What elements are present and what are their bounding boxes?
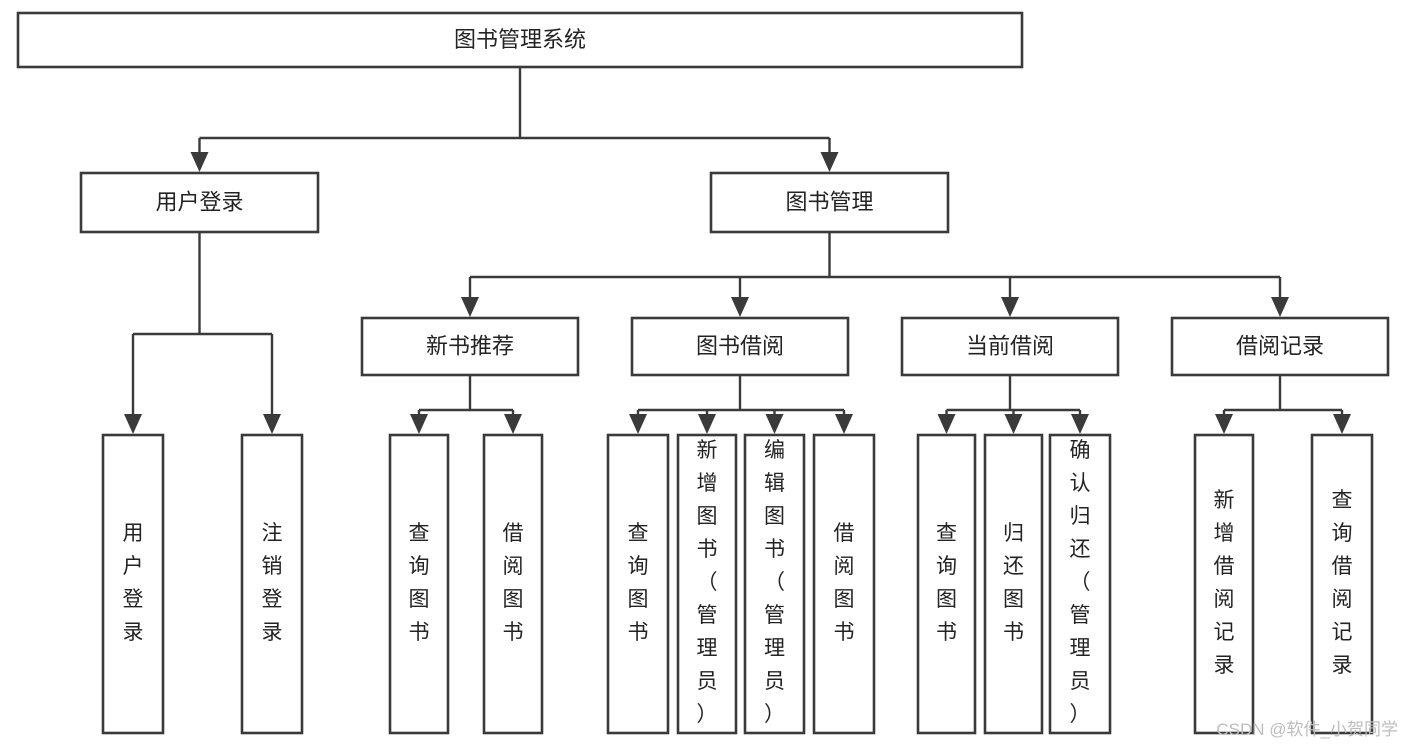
- node-box-leaf-confirm-return: [1048, 433, 1112, 735]
- node-label-leaf-query-book-2: 查询图书: [628, 522, 649, 644]
- node-leaf-borrow-book-1[interactable]: 借阅图书: [482, 433, 544, 735]
- node-label-user-login: 用户登录: [155, 189, 243, 214]
- edge-arrowhead: [1071, 414, 1089, 434]
- nodes-layer: 图书管理系统用户登录图书管理新书推荐图书借阅当前借阅借阅记录用户登录注销登录查询…: [16, 11, 1390, 735]
- node-current-borrow[interactable]: 当前借阅: [900, 316, 1120, 377]
- node-user-login[interactable]: 用户登录: [79, 171, 320, 234]
- edge-arrowhead: [190, 152, 209, 172]
- node-new-book-recommend[interactable]: 新书推荐: [360, 316, 580, 377]
- node-label-leaf-user-login: 用户登录: [123, 522, 144, 644]
- edge-arrowhead: [410, 414, 428, 434]
- node-box-root: [16, 11, 1024, 69]
- node-label-leaf-return-book: 归还图书: [1003, 522, 1024, 644]
- node-label-new-book-recommend: 新书推荐: [426, 333, 514, 358]
- node-box-leaf-borrow-book-1: [482, 433, 544, 735]
- node-label-book-management: 图书管理: [785, 189, 873, 214]
- node-box-leaf-add-borrow-record: [1193, 433, 1255, 735]
- node-label-leaf-query-borrow-record: 查询借阅记录: [1332, 489, 1353, 677]
- node-box-current-borrow: [900, 316, 1120, 377]
- node-box-user-login: [79, 171, 320, 234]
- node-leaf-add-borrow-record[interactable]: 新增借阅记录: [1193, 433, 1255, 735]
- node-box-leaf-query-borrow-record: [1310, 433, 1374, 735]
- node-box-leaf-user-login: [101, 433, 165, 735]
- node-box-borrow-record: [1170, 316, 1390, 377]
- node-label-leaf-borrow-book-1: 借阅图书: [503, 522, 524, 644]
- node-box-book-borrow: [630, 316, 850, 377]
- node-label-leaf-add-book: 新增图书（管理员）: [697, 439, 718, 726]
- edge-arrowhead: [698, 414, 716, 434]
- edge-arrowhead: [461, 297, 479, 317]
- node-box-leaf-query-book-1: [388, 433, 450, 735]
- edge-arrowhead: [820, 152, 839, 172]
- node-leaf-query-book-2[interactable]: 查询图书: [606, 433, 670, 735]
- node-box-leaf-query-book-2: [606, 433, 670, 735]
- node-box-leaf-logout-login: [240, 433, 304, 735]
- node-box-leaf-add-book: [676, 433, 738, 735]
- node-leaf-query-book-3[interactable]: 查询图书: [916, 433, 977, 735]
- node-label-root: 图书管理系统: [454, 27, 586, 52]
- node-box-book-management: [709, 171, 950, 234]
- node-label-current-borrow: 当前借阅: [966, 333, 1054, 358]
- node-label-leaf-query-book-1: 查询图书: [409, 522, 430, 644]
- edge-arrowhead: [835, 414, 853, 434]
- node-leaf-confirm-return[interactable]: 确认归还（管理员）: [1048, 433, 1112, 735]
- node-root[interactable]: 图书管理系统: [16, 11, 1024, 69]
- edge-arrowhead: [124, 414, 142, 434]
- edge-arrowhead: [1004, 414, 1023, 434]
- node-label-leaf-add-borrow-record: 新增借阅记录: [1214, 489, 1235, 677]
- edge-arrowhead: [731, 297, 749, 317]
- edge-arrowhead: [937, 414, 956, 434]
- edge-arrowhead: [1215, 414, 1233, 434]
- node-label-leaf-edit-book: 编辑图书（管理员）: [764, 439, 785, 726]
- node-label-leaf-borrow-book-2: 借阅图书: [834, 522, 855, 644]
- node-leaf-logout-login[interactable]: 注销登录: [240, 433, 304, 735]
- node-leaf-edit-book[interactable]: 编辑图书（管理员）: [743, 433, 806, 735]
- edge-arrowhead: [1001, 297, 1019, 317]
- node-label-book-borrow: 图书借阅: [696, 333, 784, 358]
- node-box-leaf-return-book: [983, 433, 1044, 735]
- edge-arrowhead: [629, 414, 647, 434]
- node-box-leaf-edit-book: [743, 433, 806, 735]
- node-label-borrow-record: 借阅记录: [1236, 333, 1324, 358]
- node-leaf-query-book-1[interactable]: 查询图书: [388, 433, 450, 735]
- edge-arrowhead: [504, 414, 522, 434]
- node-label-leaf-confirm-return: 确认归还（管理员）: [1070, 439, 1091, 726]
- node-leaf-return-book[interactable]: 归还图书: [983, 433, 1044, 735]
- node-borrow-record[interactable]: 借阅记录: [1170, 316, 1390, 377]
- edges-layer: [124, 67, 1351, 434]
- node-book-borrow[interactable]: 图书借阅: [630, 316, 850, 377]
- edge-arrowhead: [263, 414, 281, 434]
- node-box-leaf-borrow-book-2: [812, 433, 876, 735]
- node-leaf-add-book[interactable]: 新增图书（管理员）: [676, 433, 738, 735]
- edge-arrowhead: [765, 414, 784, 434]
- node-leaf-borrow-book-2[interactable]: 借阅图书: [812, 433, 876, 735]
- node-leaf-query-borrow-record[interactable]: 查询借阅记录: [1310, 433, 1374, 735]
- node-leaf-user-login[interactable]: 用户登录: [101, 433, 165, 735]
- node-label-leaf-query-book-3: 查询图书: [936, 522, 957, 644]
- node-box-new-book-recommend: [360, 316, 580, 377]
- csdn-watermark: CSDN @软件_小贺同学: [1216, 720, 1398, 739]
- node-box-leaf-query-book-3: [916, 433, 977, 735]
- edge-arrowhead: [1271, 297, 1289, 317]
- edge-arrowhead: [1333, 414, 1351, 434]
- node-book-management[interactable]: 图书管理: [709, 171, 950, 234]
- node-label-leaf-logout-login: 注销登录: [262, 522, 283, 644]
